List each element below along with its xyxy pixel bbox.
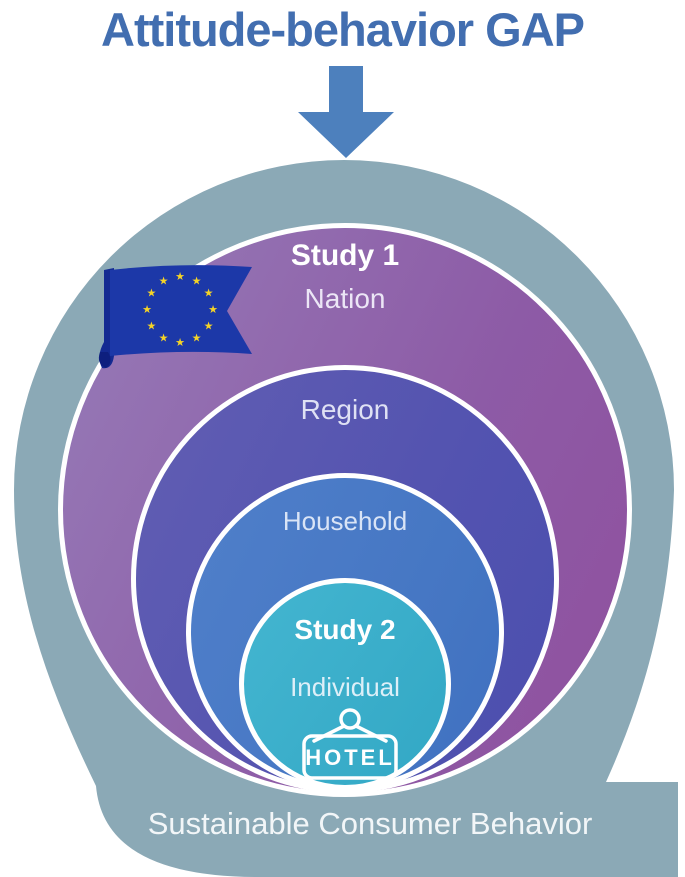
household-label: Household: [282, 506, 408, 536]
hotel-sign-label: HOTEL: [305, 745, 395, 770]
svg-text:★: ★: [192, 333, 202, 345]
svg-text:★: ★: [146, 321, 156, 333]
page-title: Attitude-behavior GAP: [101, 3, 585, 56]
svg-text:★: ★: [159, 333, 169, 345]
svg-text:★: ★: [204, 288, 214, 300]
svg-text:★: ★: [159, 275, 169, 287]
region-label: Region: [300, 394, 390, 425]
svg-text:★: ★: [175, 271, 185, 283]
svg-text:★: ★: [208, 304, 218, 316]
individual-circle: [239, 578, 451, 790]
eu-stars: ★ ★ ★ ★ ★ ★ ★ ★ ★ ★ ★ ★: [142, 271, 218, 349]
individual-label: Individual: [290, 672, 400, 702]
svg-text:★: ★: [142, 304, 152, 316]
svg-text:★: ★: [175, 337, 185, 349]
svg-text:★: ★: [204, 321, 214, 333]
study1-label: Study 1: [290, 239, 400, 272]
outer-ring-label: Sustainable Consumer Behavior: [147, 806, 593, 841]
study2-label: Study 2: [294, 614, 396, 645]
svg-text:★: ★: [192, 275, 202, 287]
svg-text:★: ★: [146, 288, 156, 300]
nation-label: Nation: [304, 283, 386, 314]
